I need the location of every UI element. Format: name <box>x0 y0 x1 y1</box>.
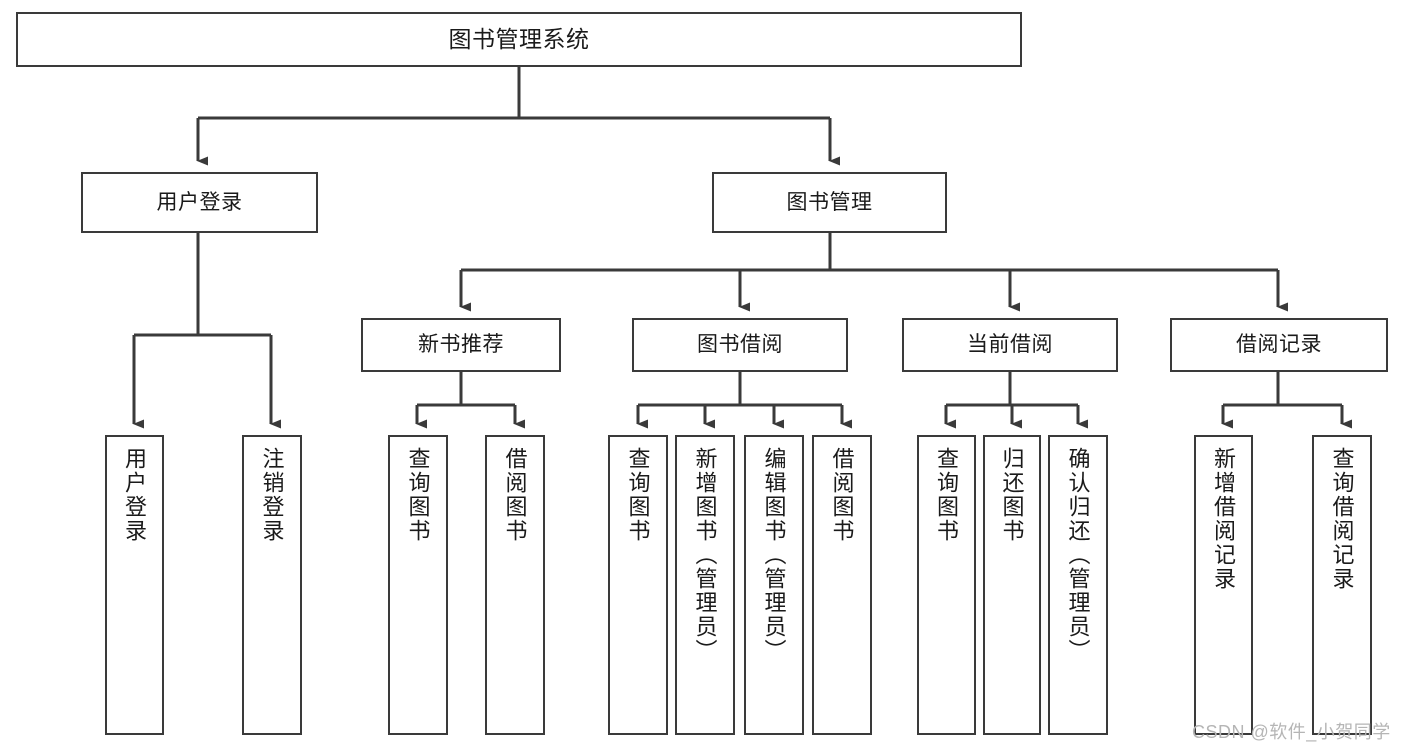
node-leaf-borrow-book-2[interactable]: 借阅图书 <box>812 435 872 735</box>
node-leaf-query-book-3-label: 查询图书 <box>934 447 960 543</box>
node-leaf-return-book-label: 归还图书 <box>999 447 1025 543</box>
node-leaf-query-book-3[interactable]: 查询图书 <box>917 435 976 735</box>
node-leaf-user-login-label: 用户登录 <box>122 447 148 543</box>
node-leaf-query-borrow-record-label: 查询借阅记录 <box>1329 447 1355 591</box>
node-book-borrow-label: 图书借阅 <box>697 333 783 357</box>
node-book-manage[interactable]: 图书管理 <box>712 172 947 233</box>
node-leaf-add-borrow-record-label: 新增借阅记录 <box>1211 447 1237 591</box>
node-leaf-add-book[interactable]: 新增图书（管理员） <box>675 435 735 735</box>
node-leaf-query-book-1-label: 查询图书 <box>405 447 431 543</box>
node-borrow-record[interactable]: 借阅记录 <box>1170 318 1388 372</box>
node-leaf-query-book-1[interactable]: 查询图书 <box>388 435 448 735</box>
node-user-login-label: 用户登录 <box>156 190 243 214</box>
node-leaf-add-book-label: 新增图书（管理员） <box>692 447 718 663</box>
csdn-watermark: CSDN @软件_小贺同学 <box>1192 722 1391 742</box>
node-leaf-query-borrow-record[interactable]: 查询借阅记录 <box>1312 435 1372 735</box>
node-book-manage-label: 图书管理 <box>786 190 873 214</box>
node-leaf-logout-label: 注销登录 <box>259 447 285 543</box>
node-leaf-logout[interactable]: 注销登录 <box>242 435 302 735</box>
node-leaf-borrow-book-1-label: 借阅图书 <box>502 447 528 543</box>
node-user-login[interactable]: 用户登录 <box>81 172 318 233</box>
node-leaf-borrow-book-1[interactable]: 借阅图书 <box>485 435 545 735</box>
node-leaf-edit-book-label: 编辑图书（管理员） <box>761 447 787 663</box>
node-leaf-borrow-book-2-label: 借阅图书 <box>829 447 855 543</box>
node-current-borrow[interactable]: 当前借阅 <box>902 318 1118 372</box>
node-leaf-return-book[interactable]: 归还图书 <box>983 435 1041 735</box>
node-root[interactable]: 图书管理系统 <box>16 12 1022 67</box>
node-new-book-recommend[interactable]: 新书推荐 <box>361 318 561 372</box>
node-current-borrow-label: 当前借阅 <box>967 333 1053 357</box>
node-leaf-confirm-return[interactable]: 确认归还（管理员） <box>1048 435 1108 735</box>
node-borrow-record-label: 借阅记录 <box>1236 333 1322 357</box>
node-new-book-recommend-label: 新书推荐 <box>418 333 504 357</box>
node-leaf-confirm-return-label: 确认归还（管理员） <box>1065 447 1091 663</box>
node-leaf-query-book-2-label: 查询图书 <box>625 447 651 543</box>
node-leaf-user-login[interactable]: 用户登录 <box>105 435 164 735</box>
node-leaf-edit-book[interactable]: 编辑图书（管理员） <box>744 435 804 735</box>
node-book-borrow[interactable]: 图书借阅 <box>632 318 848 372</box>
node-leaf-add-borrow-record[interactable]: 新增借阅记录 <box>1194 435 1253 735</box>
node-leaf-query-book-2[interactable]: 查询图书 <box>608 435 668 735</box>
node-root-label: 图书管理系统 <box>448 25 590 52</box>
